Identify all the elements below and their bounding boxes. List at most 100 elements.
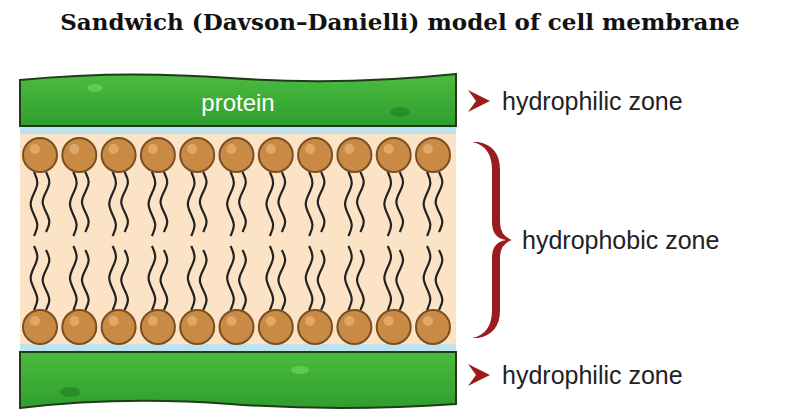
fatty-acid-tail xyxy=(278,172,285,232)
head-highlight xyxy=(30,316,40,326)
fatty-acid-tail xyxy=(357,250,364,310)
head-highlight xyxy=(109,144,119,154)
fatty-acid-tail xyxy=(82,172,89,232)
fatty-acid-tail xyxy=(31,172,38,236)
phosphate-head xyxy=(416,310,450,344)
fatty-acid-tail xyxy=(43,172,50,232)
fatty-acid-tail xyxy=(306,246,313,310)
phosphate-head xyxy=(220,310,254,344)
phosphate-head xyxy=(259,138,293,172)
phosphate-head xyxy=(416,138,450,172)
fatty-acid-tail xyxy=(109,172,116,236)
fatty-acid-tail xyxy=(161,250,168,310)
diagram-title: Sandwich (Davson–Danielli) model of cell… xyxy=(60,8,740,35)
head-highlight xyxy=(305,316,315,326)
head-highlight xyxy=(30,144,40,154)
protein-band: protein xyxy=(20,80,456,126)
fatty-acid-tail xyxy=(384,172,391,236)
fatty-acid-tail xyxy=(161,172,168,232)
head-highlight xyxy=(148,144,158,154)
phosphate-head xyxy=(220,138,254,172)
lipid-interior xyxy=(20,132,456,348)
fatty-acid-tail xyxy=(424,172,431,236)
phosphate-head xyxy=(377,138,411,172)
head-highlight xyxy=(187,316,197,326)
phosphate-head xyxy=(102,310,136,344)
chevron-marker xyxy=(468,90,490,112)
brace-bracket xyxy=(472,142,512,338)
phosphate-head xyxy=(298,138,332,172)
phosphate-head xyxy=(337,310,371,344)
fatty-acid-tail xyxy=(149,172,156,236)
fatty-acid-tail xyxy=(436,250,443,310)
phosphate-head xyxy=(102,138,136,172)
head-highlight xyxy=(69,144,79,154)
fatty-acid-tail xyxy=(239,172,246,232)
head-highlight xyxy=(423,316,433,326)
fatty-acid-tail xyxy=(357,172,364,232)
fatty-acid-tail xyxy=(31,246,38,310)
chevron-marker xyxy=(468,364,490,386)
fatty-acid-tail xyxy=(318,250,325,310)
phosphate-head xyxy=(141,310,175,344)
head-highlight xyxy=(266,316,276,326)
fatty-acid-tail xyxy=(43,250,50,310)
phosphate-head xyxy=(298,310,332,344)
head-highlight xyxy=(148,316,158,326)
fatty-acid-tail xyxy=(82,250,89,310)
fatty-acid-tail xyxy=(188,246,195,310)
fatty-acid-tail xyxy=(121,172,128,232)
fatty-acid-tail xyxy=(306,172,313,236)
fatty-acid-tail xyxy=(424,246,431,310)
head-highlight xyxy=(384,316,394,326)
phosphate-head xyxy=(180,138,214,172)
fatty-acid-tail xyxy=(109,246,116,310)
fatty-acid-tail xyxy=(200,172,207,232)
fatty-acid-tail xyxy=(200,250,207,310)
band-label: protein xyxy=(201,89,274,117)
fatty-acid-tail xyxy=(149,246,156,310)
texture-spot xyxy=(60,387,80,397)
fatty-acid-tail xyxy=(384,246,391,310)
phosphate-head xyxy=(23,310,57,344)
head-highlight xyxy=(423,144,433,154)
phospholipid-bilayer xyxy=(23,138,450,344)
fatty-acid-tail xyxy=(436,172,443,232)
phosphate-head xyxy=(337,138,371,172)
head-highlight xyxy=(69,316,79,326)
fatty-acid-tail xyxy=(121,250,128,310)
fatty-acid-tail xyxy=(345,172,352,236)
fatty-acid-tail xyxy=(345,246,352,310)
phosphate-head xyxy=(23,138,57,172)
fatty-acid-tail xyxy=(396,172,403,232)
phosphate-head xyxy=(259,310,293,344)
fatty-acid-tail xyxy=(266,172,273,236)
fatty-acid-tail xyxy=(239,250,246,310)
zone-label: hydrophilic zone xyxy=(502,87,683,116)
phosphate-head xyxy=(62,310,96,344)
fatty-acid-tail xyxy=(266,246,273,310)
head-highlight xyxy=(384,144,394,154)
fatty-acid-tail xyxy=(70,172,77,236)
texture-spot xyxy=(87,84,103,92)
phosphate-head xyxy=(62,138,96,172)
phosphate-head xyxy=(141,138,175,172)
phosphate-head xyxy=(377,310,411,344)
head-highlight xyxy=(305,144,315,154)
fatty-acid-tail xyxy=(396,250,403,310)
head-highlight xyxy=(227,316,237,326)
head-highlight xyxy=(109,316,119,326)
fatty-acid-tail xyxy=(70,246,77,310)
head-highlight xyxy=(227,144,237,154)
protein-layer xyxy=(20,352,456,408)
head-highlight xyxy=(187,144,197,154)
fatty-acid-tail xyxy=(318,172,325,232)
texture-spot xyxy=(390,107,410,117)
head-highlight xyxy=(344,144,354,154)
fatty-acid-tail xyxy=(227,246,234,310)
fatty-acid-tail xyxy=(227,172,234,236)
head-highlight xyxy=(266,144,276,154)
head-highlight xyxy=(344,316,354,326)
fatty-acid-tail xyxy=(188,172,195,236)
